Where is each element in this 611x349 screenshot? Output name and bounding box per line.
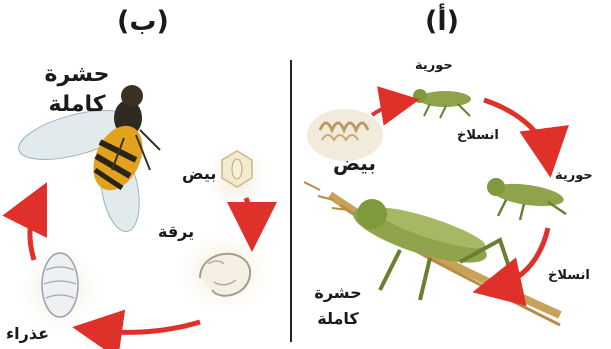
arrow-pupa-to-adult (30, 200, 38, 260)
adult-label-right-line2: كاملة (308, 306, 368, 332)
panel-divider (290, 60, 292, 342)
egg-label-left: بيض (182, 164, 216, 183)
arrow-eggs-to-nymph (372, 102, 404, 115)
arrow-molt-2 (492, 228, 548, 288)
nymph-right-icon (487, 178, 566, 220)
nymph-label-top: حورية (415, 58, 453, 73)
molt-label-1: انسلاخ (457, 128, 499, 143)
nymph-label-right: حورية (555, 168, 593, 183)
larva-label: يرقة (158, 222, 194, 241)
nymph-top-icon (413, 89, 471, 118)
egg-label-right: بيض (333, 148, 376, 178)
arrow-larva-to-pupa (92, 322, 200, 332)
adult-label-left-line1: حشرة (42, 60, 112, 90)
adult-label-left-line2: كاملة (42, 90, 112, 120)
adult-label-right: حشرة كاملة (308, 280, 368, 332)
panel-label-a: (أ) (425, 6, 459, 37)
molt-label-2: انسلاخ (548, 268, 590, 283)
panel-label-b: (ب) (117, 6, 169, 37)
adult-label-right-line1: حشرة (308, 280, 368, 306)
pupa-label: عذراء (6, 324, 49, 343)
adult-label-left: حشرة كاملة (42, 60, 112, 120)
larva-icon (177, 230, 273, 314)
